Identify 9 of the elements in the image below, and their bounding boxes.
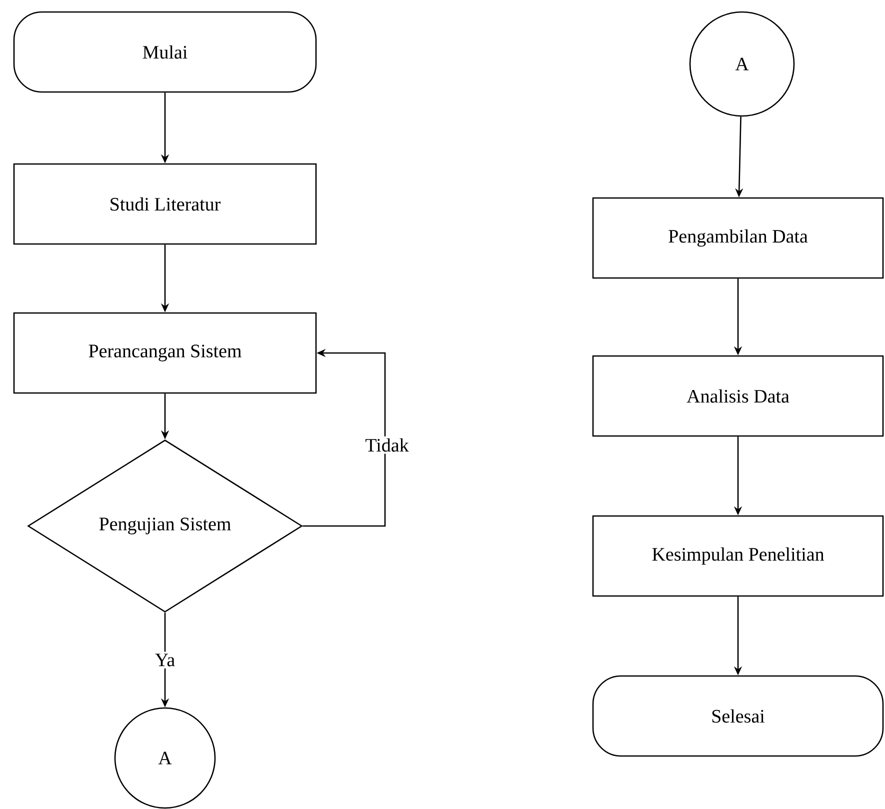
process-box: Kesimpulan Penelitian <box>592 515 884 597</box>
process-box: Studi Literatur <box>13 163 317 245</box>
edge-label: Ya <box>152 652 178 668</box>
terminal-box: Selesai <box>592 675 884 757</box>
edge-label: Tidak <box>363 436 411 454</box>
terminal-box: Mulai <box>13 11 317 93</box>
process-box: Perancangan Sistem <box>13 312 317 394</box>
process-box: Analisis Data <box>592 355 884 437</box>
process-box: Pengambilan Data <box>592 197 884 279</box>
